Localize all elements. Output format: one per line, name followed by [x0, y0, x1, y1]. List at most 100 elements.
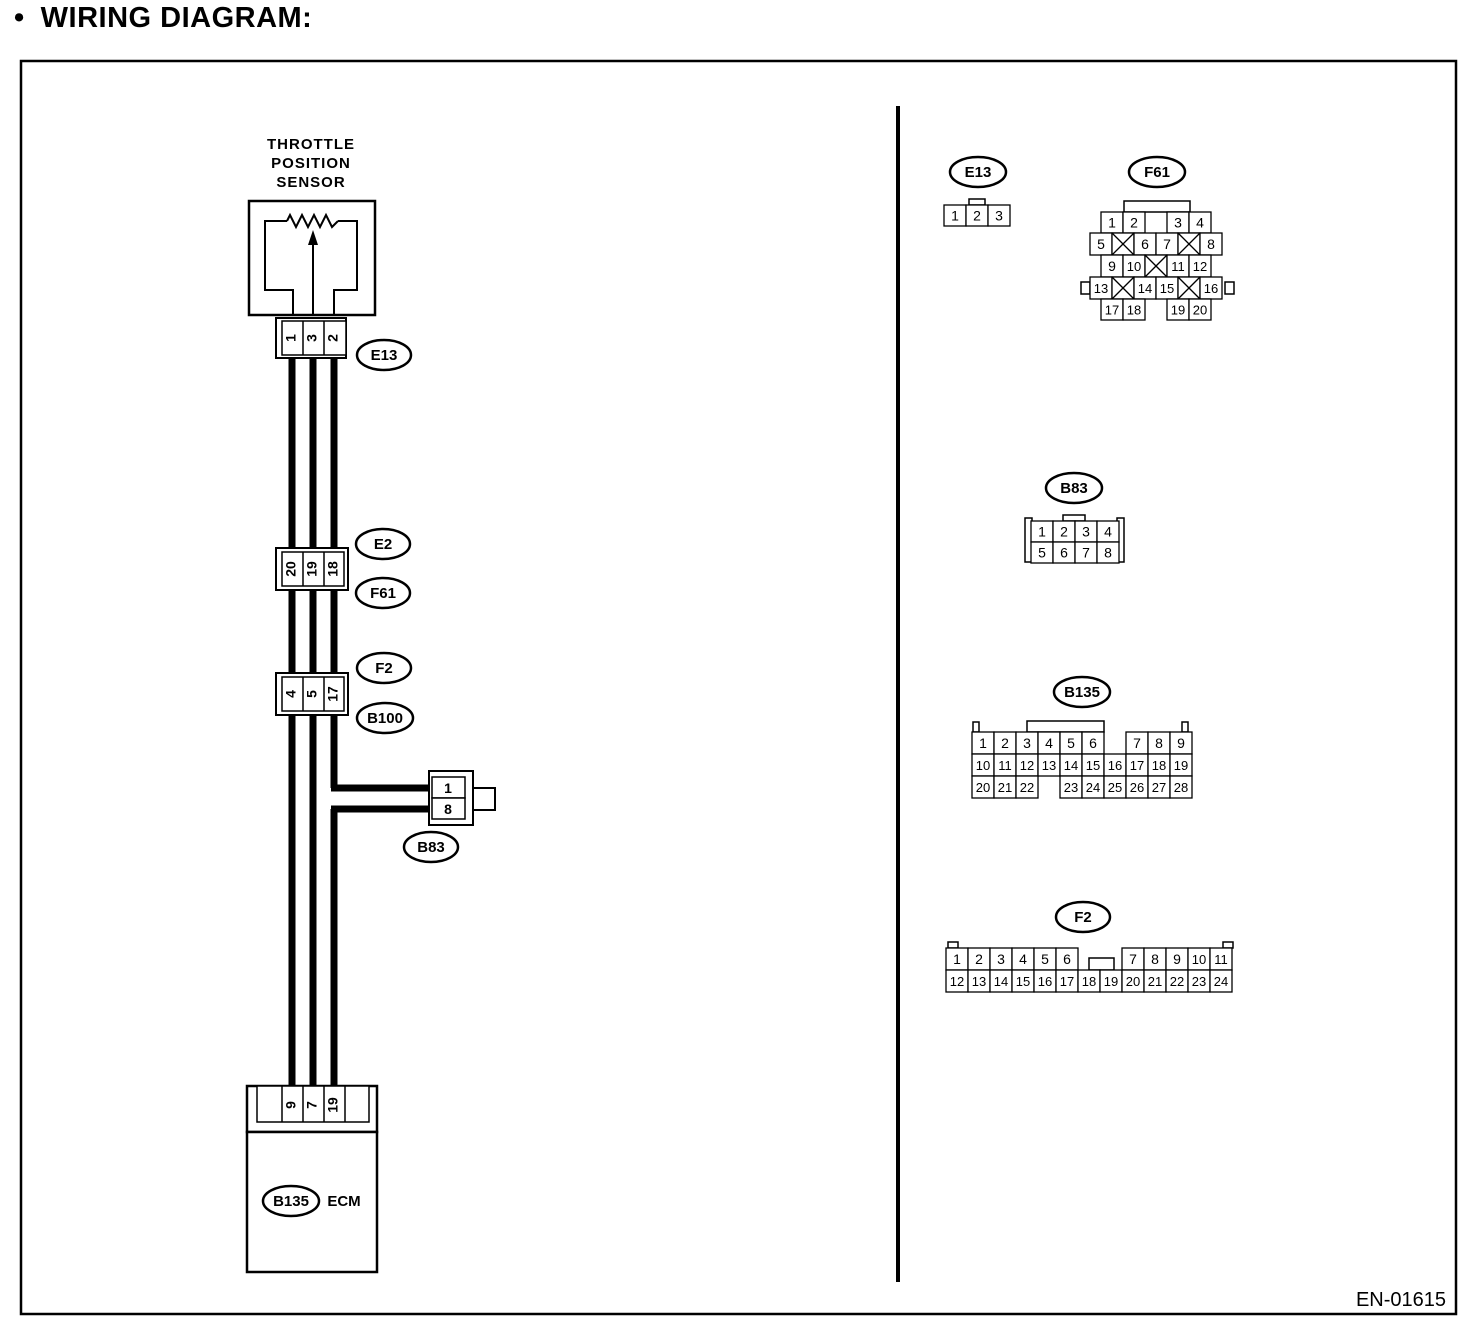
view-f61-pin-19: 19	[1171, 303, 1185, 318]
view-b135-pin-26: 26	[1130, 780, 1144, 795]
view-f2-pin-10: 10	[1192, 952, 1206, 967]
view-f2-pin-11: 11	[1214, 952, 1228, 967]
view-e13-latch	[968, 198, 986, 206]
b83-pin-1: 1	[444, 780, 452, 796]
tag-b100-oval	[355, 701, 415, 735]
page-heading: •WIRING DIAGRAM:	[14, 2, 312, 35]
view-f2-pin-24: 24	[1214, 974, 1228, 989]
view-b135-pin-6: 6	[1089, 735, 1097, 751]
view-b135-pin-7: 7	[1133, 735, 1141, 751]
view-b135-pin-18: 18	[1152, 758, 1166, 773]
view-f2-pin-23: 23	[1192, 974, 1206, 989]
tag-e2-oval	[354, 527, 412, 561]
heading-title: WIRING DIAGRAM:	[40, 2, 313, 34]
sensor-label-line3: SENSOR	[276, 174, 345, 191]
view-f61-pin-20: 20	[1193, 303, 1207, 318]
pin-cell	[1015, 775, 1039, 799]
view-b83-pin-4: 4	[1104, 524, 1112, 540]
view-f2-pin-7: 7	[1129, 951, 1137, 967]
connector-b83-latch	[472, 787, 496, 811]
connector-f2-b100: 4 5 17 F2 B100	[275, 651, 415, 735]
connector-e13: 1 3 2 E13	[275, 317, 413, 372]
view-f2-pin-14: 14	[994, 974, 1008, 989]
view-f2-pin-2: 2	[975, 951, 983, 967]
view-f61-pin-4: 4	[1196, 215, 1204, 231]
view-f61-side-latch-left	[1080, 281, 1091, 295]
b83-pin-8: 8	[444, 801, 452, 817]
blank-pin-cross	[1177, 232, 1201, 256]
view-f61-latch	[1123, 200, 1191, 213]
view-b135-pin-27: 27	[1152, 780, 1166, 795]
view-b135-pin-4: 4	[1045, 735, 1053, 751]
view-f2-tab-left	[947, 941, 959, 949]
view-f2-tag-oval	[1054, 900, 1112, 934]
view-b135-pin-15: 15	[1086, 758, 1100, 773]
view-f61-pin-8: 8	[1207, 236, 1215, 252]
tag-f2-oval	[355, 651, 413, 685]
view-f2-pin-20: 20	[1126, 974, 1140, 989]
view-b83-pin-1: 1	[1038, 524, 1046, 540]
ecm-connector-cavity	[256, 1085, 370, 1123]
view-b83-pin-3: 3	[1082, 524, 1090, 540]
view-f61-pin-14: 14	[1138, 281, 1152, 296]
tag-f61: F61	[370, 585, 396, 602]
view-e13-tag-oval	[948, 155, 1008, 189]
view-b135-pin-10: 10	[976, 758, 990, 773]
e13-pin-2: 2	[325, 334, 341, 342]
connector-b83-pin8-box	[431, 797, 466, 820]
view-f2-pin-17: 17	[1060, 974, 1074, 989]
view-b135-pin-11: 11	[998, 758, 1012, 773]
view-b135-pin-19: 19	[1174, 758, 1188, 773]
view-b135-pin-28: 28	[1174, 780, 1188, 795]
view-f2-pin-13: 13	[972, 974, 986, 989]
blank-pin-cross	[1111, 232, 1135, 256]
view-f61-pin-7: 7	[1163, 236, 1171, 252]
view-f61-tag: F61	[1144, 164, 1170, 181]
view-f2-pin-15: 15	[1016, 974, 1030, 989]
pin-cell	[1188, 298, 1212, 321]
view-f2-tab-right	[1222, 941, 1234, 949]
view-b83-latch	[1062, 514, 1086, 522]
view-f2-pin-19: 19	[1104, 974, 1118, 989]
view-f2-pin-9: 9	[1173, 951, 1181, 967]
resistor-icon	[286, 212, 339, 230]
ecm-label: ECM	[327, 1193, 360, 1210]
view-f2-key	[1088, 957, 1115, 971]
e13-pin-3: 3	[304, 334, 320, 342]
view-f61-pin-13: 13	[1094, 281, 1108, 296]
view-b83-pin-5: 5	[1038, 545, 1046, 561]
pin-cell	[1122, 298, 1146, 321]
view-b135-tag: B135	[1064, 684, 1100, 701]
view-f2-pin-5: 5	[1041, 951, 1049, 967]
e2-pin-18: 18	[325, 561, 341, 577]
tag-e13-oval	[355, 338, 413, 372]
view-b135-pin-5: 5	[1067, 735, 1075, 751]
view-b135-pin-9: 9	[1177, 735, 1185, 751]
blank-pin-cross	[1177, 276, 1201, 300]
ecm-pin-9: 9	[283, 1101, 299, 1109]
view-b135-latch	[1026, 720, 1105, 733]
view-b135-pin-23: 23	[1064, 780, 1078, 795]
view-f61-pin-12: 12	[1193, 259, 1207, 274]
view-b83-pin-6: 6	[1060, 545, 1068, 561]
view-b83-pin-8: 8	[1104, 545, 1112, 561]
connector-e2-f61: 20 19 18 E2 F61	[275, 527, 412, 610]
tag-b135: B135	[273, 1193, 309, 1210]
view-b83-pin-7: 7	[1082, 545, 1090, 561]
view-b135-tag-oval	[1052, 675, 1112, 709]
view-b135-pin-17: 17	[1130, 758, 1144, 773]
view-e13-pin-1: 1	[951, 208, 959, 224]
view-f2-tag: F2	[1074, 909, 1092, 926]
tag-b83: B83	[417, 839, 445, 856]
view-f61-pin-16: 16	[1204, 281, 1218, 296]
blank-pin-cross	[1144, 254, 1168, 278]
view-b135-pin-14: 14	[1064, 758, 1078, 773]
sensor-label-line2: POSITION	[271, 155, 351, 172]
view-f61-pin-5: 5	[1097, 236, 1105, 252]
view-f61-pin-11: 11	[1171, 259, 1185, 274]
